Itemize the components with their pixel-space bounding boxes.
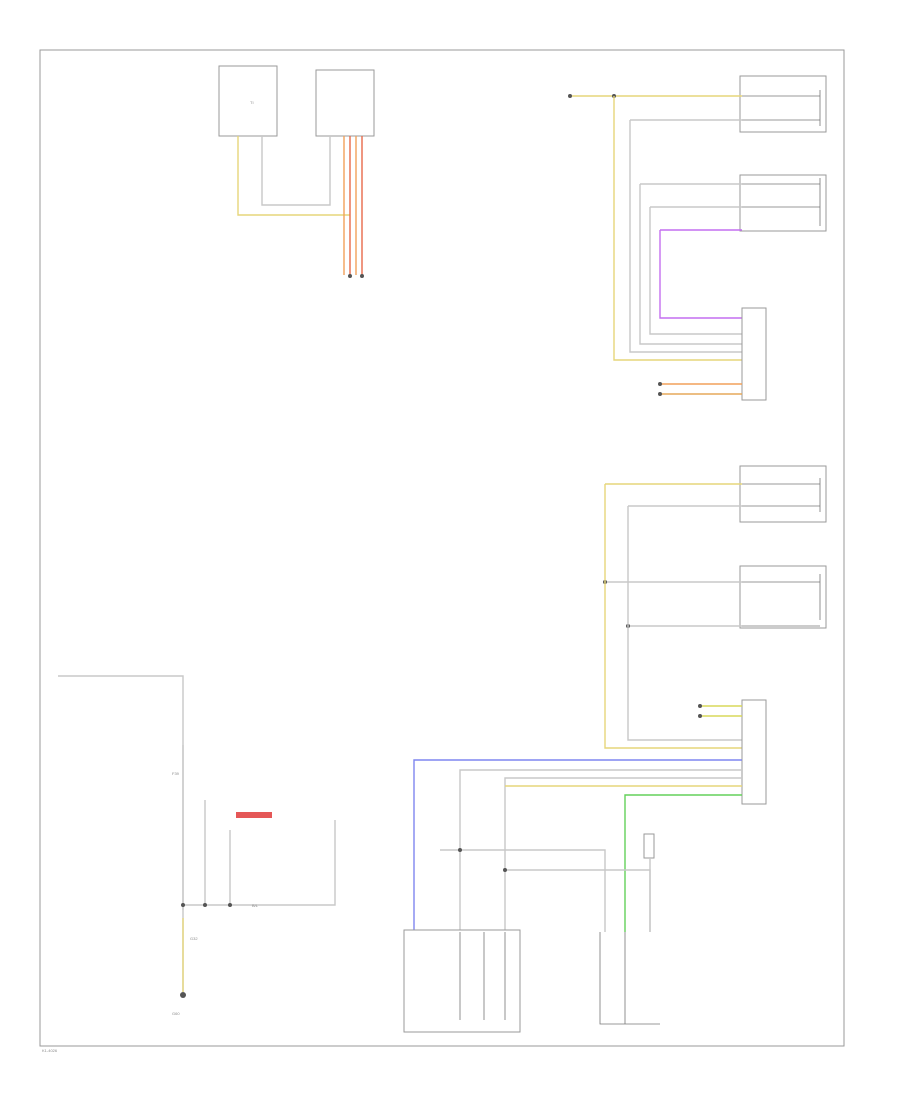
- module-box-a: [218, 65, 278, 137]
- connector-pin: [658, 392, 662, 396]
- switch-contacts-bottom: [459, 932, 506, 1020]
- wire-gray-drop: [440, 849, 606, 932]
- control-module-6: [741, 699, 767, 805]
- connector-pin: [658, 382, 662, 386]
- wire-a1: [237, 136, 350, 216]
- wire-sw2-violet: [659, 229, 742, 319]
- diagram-frame: [39, 49, 845, 1047]
- wire-trunk-6: [627, 506, 742, 741]
- switch-contact: [742, 478, 821, 512]
- wire-gray-drop-2: [505, 869, 651, 932]
- switch-assembly-bottom: [403, 929, 521, 1033]
- junction-dot: [228, 903, 232, 907]
- wire-power-feed: [58, 675, 184, 910]
- wire-blue: [413, 759, 742, 932]
- switch-box-2: [739, 174, 827, 232]
- ground-symbol: [180, 992, 186, 998]
- junction-dot: [181, 903, 185, 907]
- connector-pin: [698, 704, 702, 708]
- switch-box-5: [739, 565, 827, 629]
- junction-dot: [503, 868, 507, 872]
- switch-box-1: [739, 75, 827, 133]
- wire-a2: [261, 136, 331, 206]
- switch-contact: [742, 178, 821, 226]
- control-module-3: [741, 307, 767, 401]
- fuse-label: F39: [172, 771, 180, 776]
- wire-m6-gray-2: [504, 777, 742, 932]
- connector-pin: [348, 274, 352, 278]
- wire-trunk-3: [639, 184, 742, 345]
- junction-dot: [458, 848, 462, 852]
- connector-pin: [698, 714, 702, 718]
- wire-trunk-1: [613, 96, 742, 361]
- wire-m6-gray-1: [459, 769, 742, 932]
- sensor-component: [643, 833, 655, 859]
- junction-dot: [203, 903, 207, 907]
- ground-label-a: G60: [172, 1011, 180, 1016]
- bl-label: B/L: [252, 903, 259, 908]
- switch-box-4: [739, 465, 827, 523]
- junction-dot: [568, 94, 572, 98]
- lamp-assembly-bottom: [599, 932, 660, 1025]
- wire-trunk-4: [649, 207, 742, 335]
- connector-pin: [360, 274, 364, 278]
- diagram-code: K1-4026: [42, 1048, 58, 1053]
- ground-label-b: G32: [190, 936, 198, 941]
- wire-trunk-2: [629, 120, 742, 353]
- wire-trunk-5: [604, 484, 742, 749]
- switch-contact: [742, 574, 821, 627]
- wire-bus-bottom: [183, 820, 336, 906]
- module-a-label: TI: [250, 100, 254, 105]
- wire-green: [624, 794, 742, 932]
- highlight-label-red: [236, 812, 272, 818]
- switch-contact: [742, 90, 821, 126]
- module-box-b: [315, 69, 375, 137]
